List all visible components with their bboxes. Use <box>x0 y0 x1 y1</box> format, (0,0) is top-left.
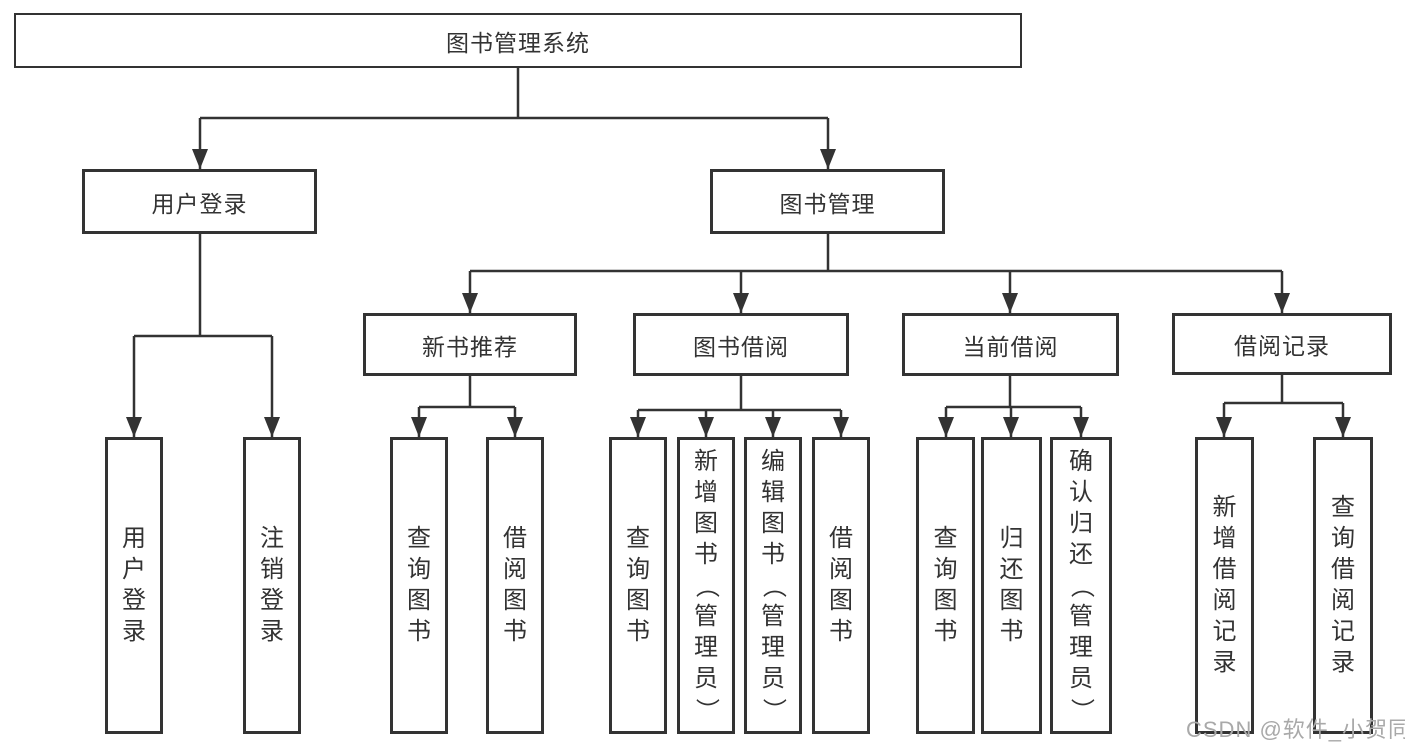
node-book-borrow: 图书借阅 <box>633 313 849 376</box>
node-new-book-recommend: 新书推荐 <box>363 313 577 376</box>
node-add-book-admin: 新增图书（管理员） <box>677 437 735 734</box>
node-search-books-current: 查询图书 <box>916 437 975 734</box>
node-user-login-leaf: 用户登录 <box>105 437 163 734</box>
node-return-book: 归还图书 <box>981 437 1042 734</box>
node-search-books-recommend: 查询图书 <box>390 437 448 734</box>
node-edit-book-admin: 编辑图书（管理员） <box>744 437 802 734</box>
node-search-books-borrow: 查询图书 <box>609 437 667 734</box>
node-confirm-return-admin: 确认归还（管理员） <box>1050 437 1112 734</box>
csdn-watermark: CSDN @软件_小贺同学 <box>1186 717 1405 742</box>
node-borrow-records: 借阅记录 <box>1172 313 1392 375</box>
node-user-login-group: 用户登录 <box>82 169 317 234</box>
node-library-management-system: 图书管理系统 <box>14 13 1022 68</box>
node-add-borrow-record: 新增借阅记录 <box>1195 437 1254 734</box>
node-search-borrow-record: 查询借阅记录 <box>1313 437 1373 734</box>
node-borrow-book: 借阅图书 <box>812 437 870 734</box>
node-current-borrow: 当前借阅 <box>902 313 1119 376</box>
node-logout-leaf: 注销登录 <box>243 437 301 734</box>
node-borrow-books-recommend: 借阅图书 <box>486 437 544 734</box>
node-book-management: 图书管理 <box>710 169 945 234</box>
